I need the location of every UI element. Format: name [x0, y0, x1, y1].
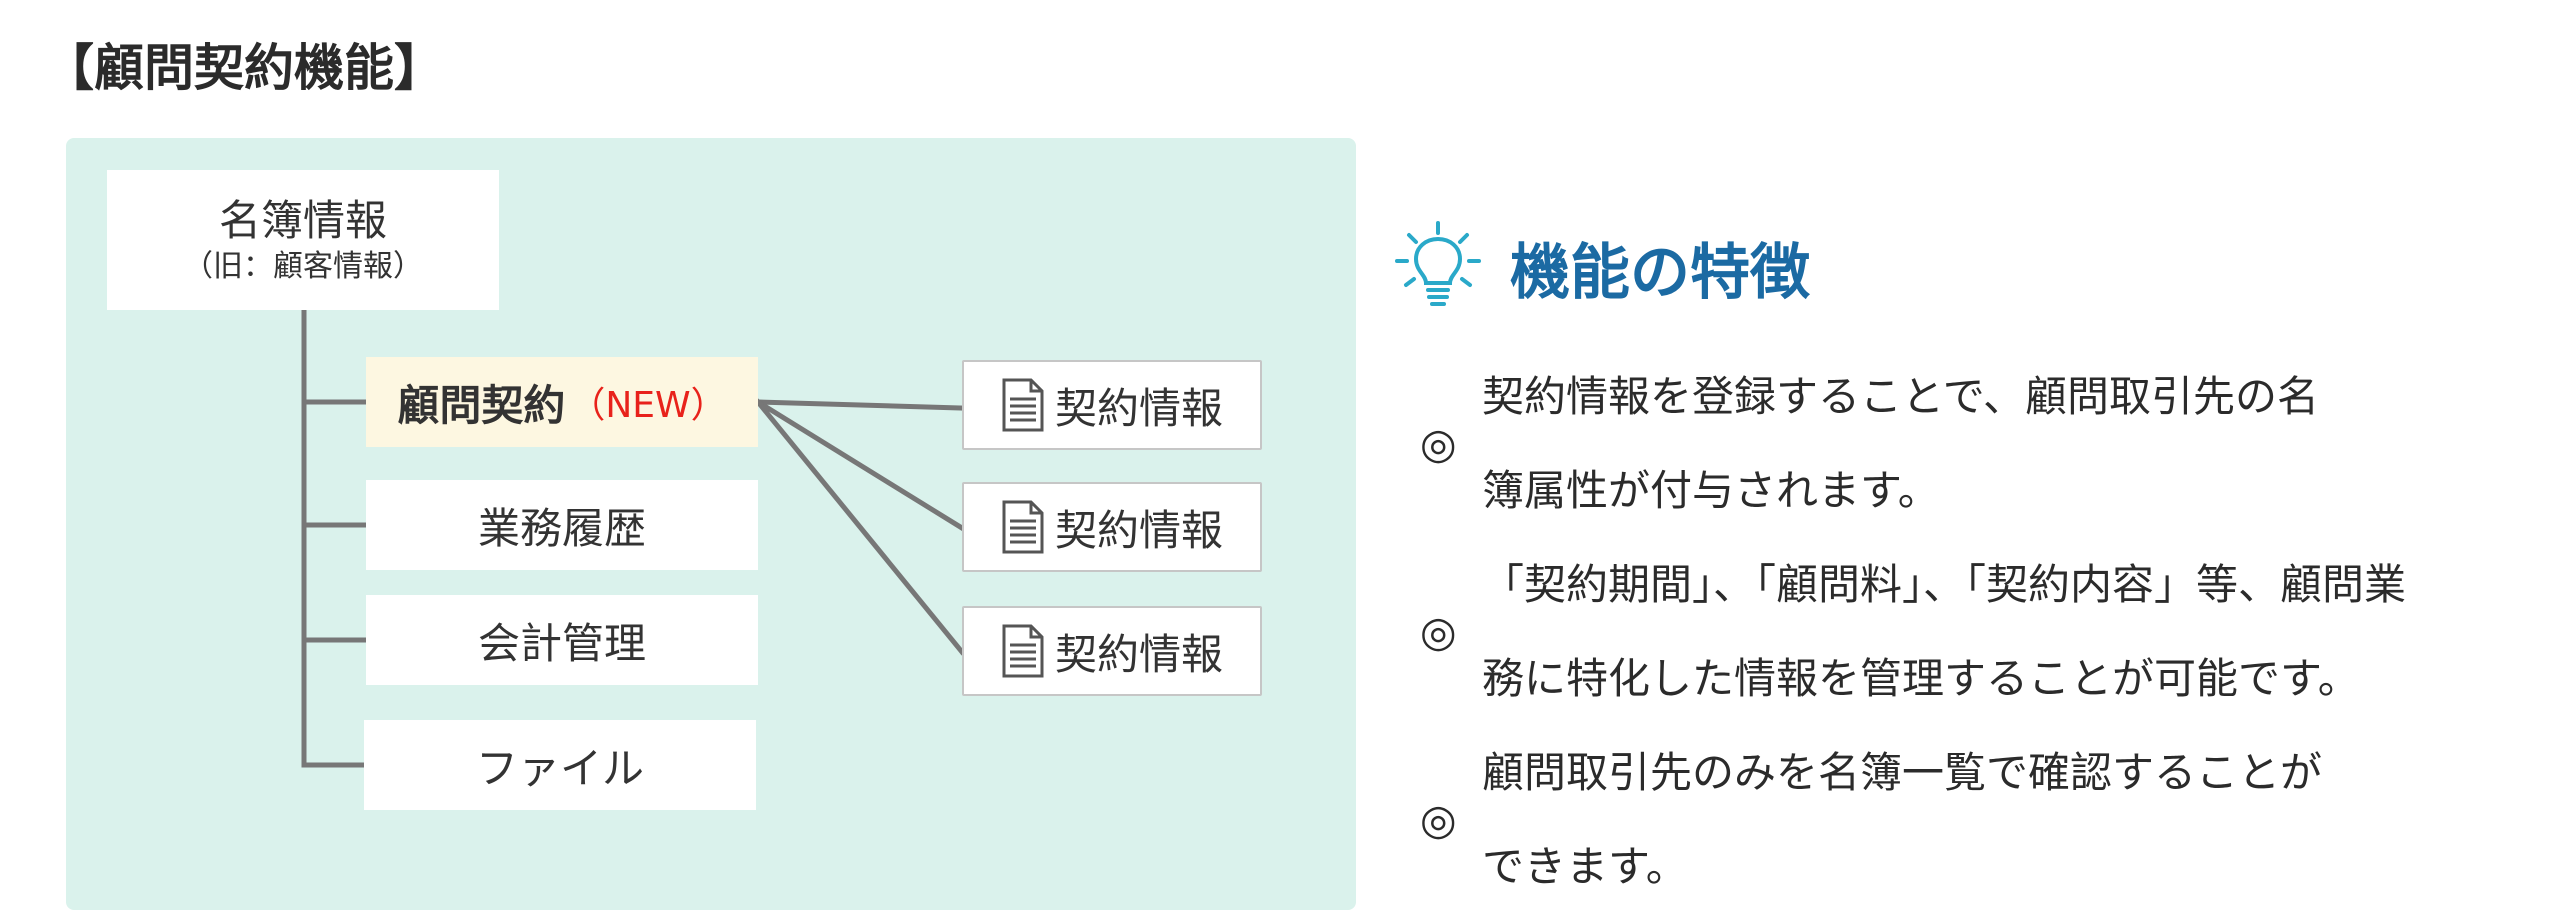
bullet-mark: ◎ [1420, 419, 1457, 468]
document-icon [1001, 500, 1045, 554]
feature-list: ◎ 契約情報を登録することで、顧問取引先の名 簿属性が付与されます。 ◎ 「契約… [1420, 350, 2530, 914]
document-icon [1001, 378, 1045, 432]
document-label: 契約情報 [1054, 505, 1223, 555]
feature-item: ◎ 契約情報を登録することで、顧問取引先の名 簿属性が付与されます。 [1420, 350, 2530, 538]
child-node-file: ファイル [364, 720, 756, 810]
root-node-title: 名簿情報 [218, 196, 387, 245]
document-icon [1001, 624, 1045, 678]
new-badge: （NEW） [569, 385, 727, 426]
feature-item-line: 契約情報を登録することで、顧問取引先の名 [1482, 372, 2320, 421]
feature-item: ◎ 「契約期間」、「顧問料」、「契約内容」等、顧問業 務に特化した情報を管理する… [1420, 538, 2530, 726]
feature-item-line: できます。 [1482, 842, 1688, 891]
document-node: 契約情報 [962, 360, 1262, 450]
child-node-label: ファイル [475, 743, 644, 793]
document-label: 契約情報 [1054, 383, 1223, 433]
child-node-accounting: 会計管理 [366, 595, 758, 685]
feature-title: 機能の特徴 [1510, 237, 1810, 308]
feature-item-line: 簿属性が付与されます。 [1482, 466, 1940, 515]
child-node-advisory-contract: 顧問契約 （NEW） [366, 357, 758, 447]
root-node-box: 名簿情報 （旧：顧客情報） [107, 170, 499, 310]
feature-item-line: 顧問取引先のみを名簿一覧で確認することが [1482, 748, 2323, 797]
child-node-label: 会計管理 [477, 618, 646, 668]
feature-header: 機能の特徴 [1392, 212, 1810, 322]
bullet-mark: ◎ [1420, 607, 1457, 656]
feature-item-line: 務に特化した情報を管理することが可能です。 [1482, 654, 2360, 703]
lightbulb-icon [1392, 219, 1484, 315]
page-title: 【顧問契約機能】 [44, 39, 444, 97]
root-node-subtitle: （旧：顧客情報） [183, 248, 423, 284]
document-node: 契約情報 [962, 606, 1262, 696]
child-node-label: 業務履歴 [477, 503, 646, 553]
child-node-label: 顧問契約 [397, 380, 566, 430]
bullet-mark: ◎ [1420, 795, 1457, 844]
feature-item: ◎ 顧問取引先のみを名簿一覧で確認することが できます。 [1420, 726, 2530, 914]
feature-item-line: 「契約期間」、「顧問料」、「契約内容」等、顧問業 [1482, 560, 2407, 609]
document-node: 契約情報 [962, 482, 1262, 572]
child-node-work-history: 業務履歴 [366, 480, 758, 570]
document-label: 契約情報 [1054, 629, 1223, 679]
